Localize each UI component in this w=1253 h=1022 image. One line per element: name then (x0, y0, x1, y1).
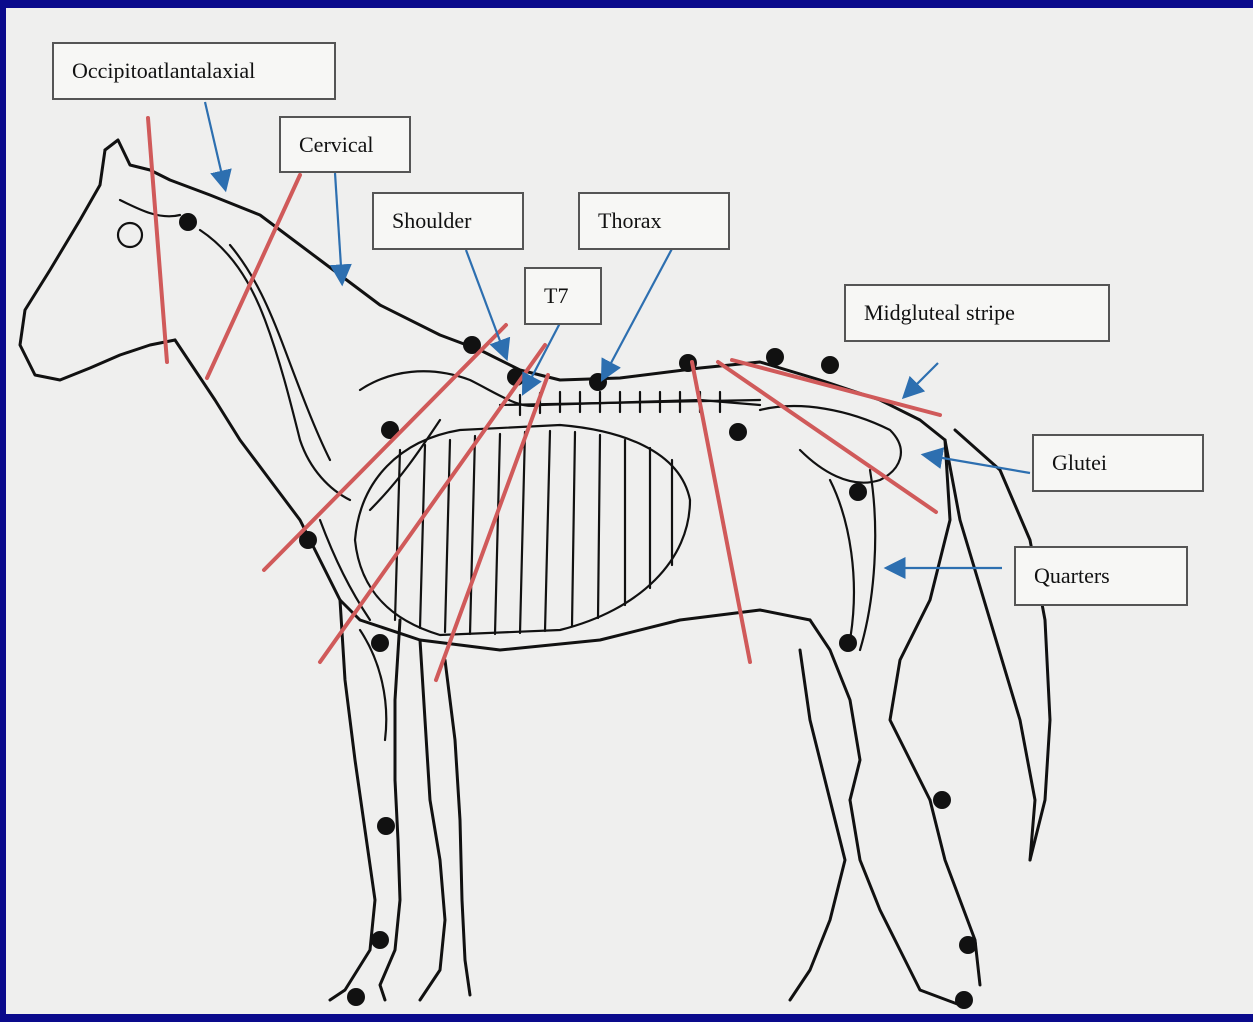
boundary-line-t7-front (320, 345, 545, 662)
label-cervical: Cervical (279, 116, 411, 173)
palpation-point-dot (849, 483, 867, 501)
label-quarters: Quarters (1014, 546, 1188, 606)
palpation-point-dot (959, 936, 977, 954)
palpation-point-dot (955, 991, 973, 1009)
skeleton-details (118, 200, 901, 740)
label-shoulder: Shoulder (372, 192, 524, 250)
label-t7: T7 (524, 267, 602, 325)
label-midgluteal-stripe: Midgluteal stripe (844, 284, 1110, 342)
label-glutei: Glutei (1032, 434, 1204, 492)
palpation-point-dot (179, 213, 197, 231)
palpation-point-dot (839, 634, 857, 652)
palpation-point-dot (371, 634, 389, 652)
palpation-point-dot (821, 356, 839, 374)
palpation-point-dot (377, 817, 395, 835)
palpation-point-dot (371, 931, 389, 949)
boundary-line-neck (207, 175, 300, 378)
palpation-point-dot (347, 988, 365, 1006)
label-thorax: Thorax (578, 192, 730, 250)
arrow-t7 (524, 323, 560, 392)
arrow-thorax (603, 230, 682, 378)
arrow-glutei (925, 455, 1030, 473)
boundary-line-shoulder (264, 325, 506, 570)
region-boundary-lines (148, 118, 940, 680)
arrow-midgluteal (905, 363, 938, 396)
palpation-point-dot (766, 348, 784, 366)
palpation-point-dot (729, 423, 747, 441)
arrow-cervical (335, 173, 342, 282)
arrow-occipito (205, 102, 225, 188)
label-occipitoatlantalaxial: Occipitoatlantalaxial (52, 42, 336, 100)
palpation-point-dot (933, 791, 951, 809)
boundary-line-poll (148, 118, 167, 362)
